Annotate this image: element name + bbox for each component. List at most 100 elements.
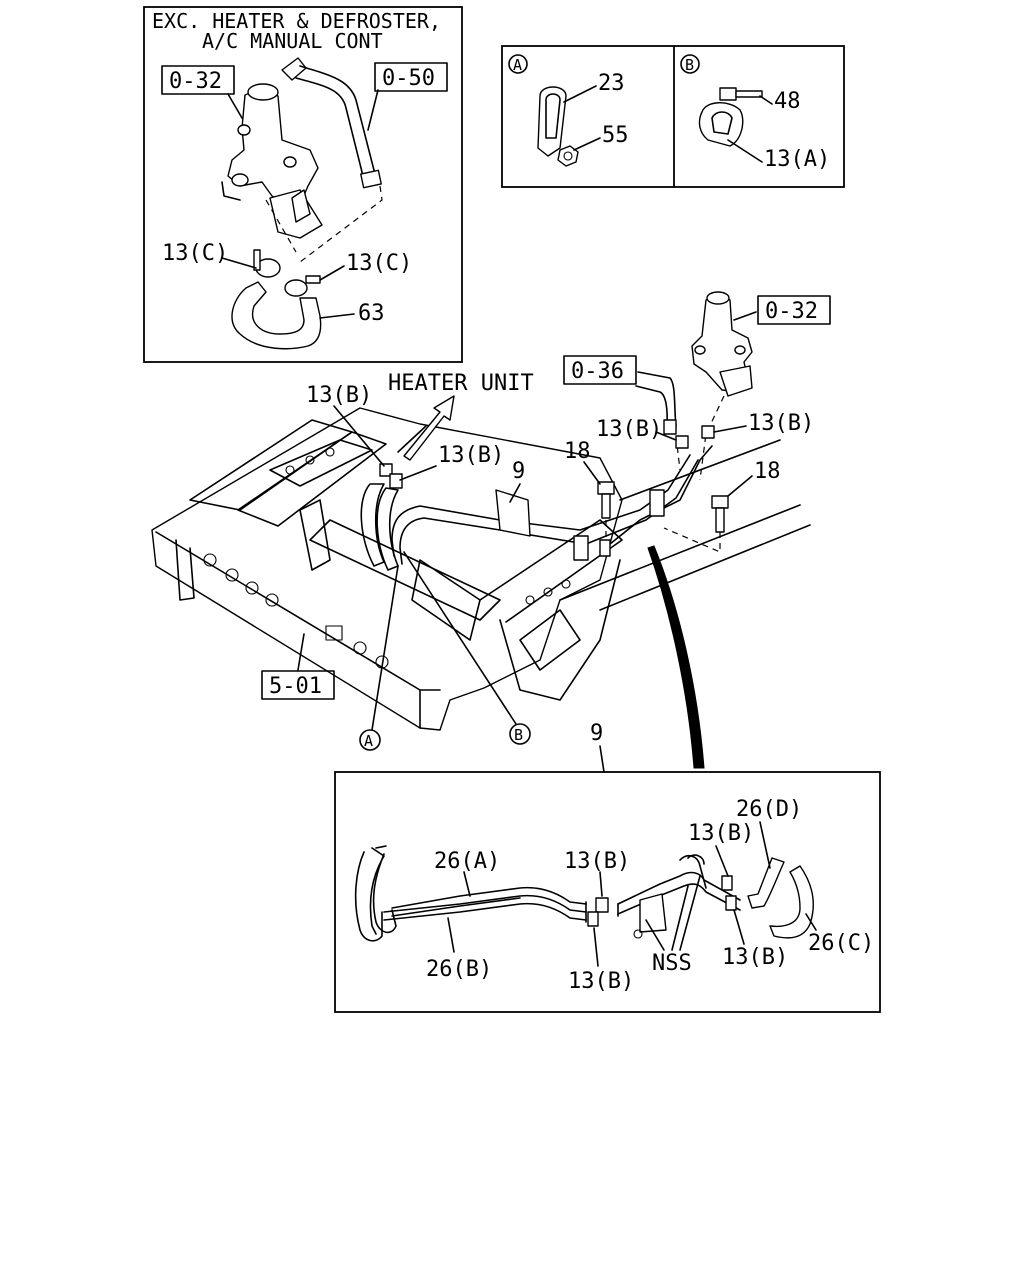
leader-13a — [727, 139, 763, 163]
ref-5-01-label: 5-01 — [269, 674, 322, 699]
leader-0-32 — [227, 93, 243, 119]
clamp-13b-icon — [379, 425, 715, 489]
leader-13b-right-top — [715, 845, 729, 877]
leader-13b-mid — [399, 465, 437, 481]
clamp-13b-exploded-icon — [587, 897, 609, 927]
marker-a-main-text: A — [364, 732, 373, 750]
leader-13b-top-exploded — [599, 871, 603, 897]
leader-nss-3 — [679, 875, 701, 951]
label-13b-pipe-right: 13(B) — [748, 411, 814, 436]
leader-18-right — [727, 475, 753, 497]
ref-box-0-32-main — [757, 295, 831, 325]
label-13b-top-exploded: 13(B) — [564, 849, 630, 874]
ref-box-0-36 — [563, 355, 637, 385]
pipe-0-36-icon — [635, 371, 677, 435]
leader-0-32-main — [733, 311, 757, 321]
label-13b-right-bottom: 13(B) — [722, 945, 788, 970]
bolt-48-icon — [719, 87, 763, 101]
ref-box-5-01 — [261, 670, 335, 700]
label-26c: 26(C) — [808, 931, 874, 956]
clamp-23-icon — [537, 86, 567, 157]
label-13b-bottom-exploded: 13(B) — [568, 969, 634, 994]
exploded-view-pipe-9: 9 26(A) 26(B) 13(B) 13(B) — [334, 721, 881, 1013]
leader-marker-b — [403, 551, 517, 725]
marker-b-main-circle — [509, 723, 531, 745]
marker-a-main-circle — [359, 729, 381, 751]
inset-exc-heater: EXC. HEATER & DEFROSTER, A/C MANUAL CONT… — [143, 6, 463, 363]
leader-26b — [447, 917, 455, 953]
hose-26d-icon — [747, 857, 785, 909]
nut-55-icon — [557, 145, 579, 167]
label-55: 55 — [602, 123, 629, 148]
ref-0-32-label: 0-32 — [169, 69, 222, 94]
ref-0-32-main-label: 0-32 — [765, 299, 818, 324]
inset-dash-lines — [265, 185, 383, 263]
label-13c-left: 13(C) — [162, 241, 228, 266]
inset-header-line1: EXC. HEATER & DEFROSTER, — [152, 9, 441, 33]
leader-63 — [319, 313, 355, 319]
heater-pipe-9-icon — [360, 445, 713, 571]
leader-9-main — [509, 483, 521, 503]
leader-5-01 — [297, 633, 305, 671]
bolt-18-right-icon — [711, 495, 729, 533]
label-9-exploded: 9 — [590, 721, 603, 746]
ref-0-50-label: 0-50 — [382, 66, 435, 91]
label-63: 63 — [358, 301, 385, 326]
ref-0-36-label: 0-36 — [571, 359, 624, 384]
leader-marker-a — [371, 565, 399, 731]
label-23: 23 — [598, 71, 625, 96]
label-13b-top: 13(B) — [306, 383, 372, 408]
label-13b-right-top: 13(B) — [688, 821, 754, 846]
ref-box-0-32 — [161, 65, 235, 95]
pipe-assembly-right-icon — [617, 854, 741, 939]
hose-26c-icon — [769, 865, 814, 939]
detail-frame — [501, 45, 845, 188]
pipe-0-50-icon — [281, 57, 382, 189]
marker-b-text: B — [685, 56, 694, 74]
ref-box-0-50 — [374, 62, 448, 92]
hose-63-icon — [231, 281, 322, 350]
leader-9-exploded — [599, 745, 605, 773]
label-9-main: 9 — [512, 459, 525, 484]
leader-13c-left — [221, 257, 257, 269]
heater-unit-arrow-icon — [397, 395, 455, 461]
leader-55 — [573, 137, 601, 151]
detail-callout-arrow-icon — [647, 545, 705, 769]
inset-header-line2: A/C MANUAL CONT — [202, 29, 383, 53]
label-18-left: 18 — [564, 439, 591, 464]
leader-26d — [759, 821, 771, 869]
label-13b-mid: 13(B) — [438, 443, 504, 468]
marker-b-circle — [680, 54, 700, 74]
exploded-frame — [334, 771, 881, 1013]
leader-13b-right-bottom — [733, 909, 745, 945]
thermostat-housing-0-32-icon — [691, 291, 753, 397]
leader-nss-2 — [671, 885, 689, 951]
label-13c-right: 13(C) — [346, 251, 412, 276]
label-48: 48 — [774, 89, 801, 114]
clamp-13c-icon — [253, 249, 321, 297]
leader-26c — [805, 913, 817, 931]
leader-0-50 — [367, 89, 379, 131]
label-13b-pipe-left: 13(B) — [596, 417, 662, 442]
leader-26a — [463, 871, 471, 897]
label-26d: 26(D) — [736, 797, 802, 822]
label-26b: 26(B) — [426, 957, 492, 982]
marker-b-main-text: B — [514, 726, 523, 744]
detail-panels: A 23 55 B 48 13(A) — [501, 45, 845, 188]
clamp-13a-icon — [698, 102, 744, 147]
pipe-26a-26b-icon — [354, 845, 587, 942]
marker-a-circle — [508, 54, 528, 74]
leader-nss-1 — [645, 919, 665, 951]
bolt-dash-lines — [605, 520, 721, 553]
label-18-right: 18 — [754, 459, 781, 484]
leader-48 — [759, 95, 773, 105]
leader-13b-bottom-exploded — [593, 927, 599, 967]
leader-13b-top — [333, 405, 385, 467]
label-heater-unit: HEATER UNIT — [388, 371, 534, 396]
leader-13c-right — [319, 265, 345, 281]
leader-23 — [563, 85, 597, 103]
main-assembly-view: 0-36 0-32 — [151, 291, 831, 769]
marker-a-text: A — [513, 56, 522, 74]
leader-13b-pipe-left — [655, 431, 677, 441]
